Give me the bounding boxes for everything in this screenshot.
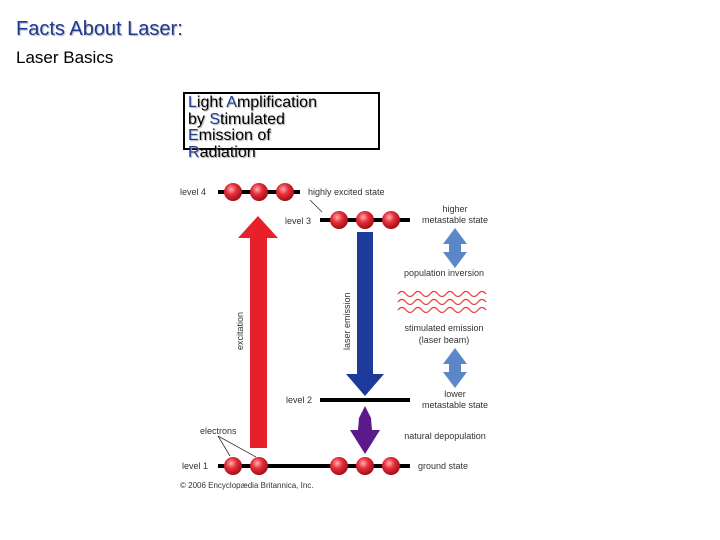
ground-state-label: ground state (418, 461, 468, 471)
slide-subtitle: Laser Basics (16, 48, 114, 67)
level2-label: level 2 (286, 395, 312, 405)
laser-emission-label: laser emission (342, 292, 352, 350)
acronym-text: y (196, 110, 210, 128)
level1-label: level 1 (182, 461, 208, 471)
electrons-level1 (224, 457, 400, 475)
acronym-line-1: Light Amplification (188, 94, 378, 112)
lower-metastable-label-1: lower (444, 389, 466, 399)
electron-pointer-2 (217, 435, 257, 458)
acronym-line-4: Radiation (188, 143, 378, 162)
electron-pointer-1 (217, 435, 231, 457)
highly-excited-pointer (309, 199, 323, 213)
acronym-letter-s: S (209, 110, 221, 128)
population-inversion-label: population inversion (404, 268, 484, 278)
stimulated-emission-label-2: (laser beam) (419, 335, 470, 345)
stimulated-emission-label-1: stimulated emission (404, 323, 483, 333)
acronym-letter-a: A (226, 94, 237, 111)
acronym-text: adiation (199, 143, 256, 161)
acronym-letter-e: E (188, 127, 199, 144)
acronym-line-2: by Stimulated (188, 110, 378, 129)
acronym-text: ight (196, 94, 227, 111)
acronym-letter-l: L (188, 94, 197, 111)
acronym-letter-r: R (188, 143, 200, 161)
electrons-label: electrons (200, 426, 237, 436)
acronym-text: mplification (236, 94, 317, 111)
level4-label: level 4 (180, 187, 206, 197)
laser-energy-diagram: level 4 highly excited state level 3 hig… (180, 183, 488, 490)
laser-emission-arrow (346, 232, 384, 396)
depopulation-arrow (350, 406, 380, 454)
laser-beam-waves (397, 290, 487, 314)
acronym-text: mission of (198, 127, 271, 144)
highly-excited-label: highly excited state (308, 187, 385, 197)
electrons-level4 (224, 183, 294, 201)
higher-metastable-label-1: higher (442, 204, 467, 214)
excitation-arrow (238, 216, 278, 448)
lower-metastable-arrow (443, 348, 467, 388)
natural-depopulation-label: natural depopulation (404, 431, 486, 441)
acronym-line-3: Emission of (188, 127, 378, 145)
excitation-label: excitation (235, 312, 245, 350)
slide-title: Facts About Laser: (16, 18, 183, 40)
laser-acronym-box: Light Amplification by Stimulated Emissi… (183, 92, 380, 160)
higher-metastable-label-2: metastable state (422, 215, 488, 225)
copyright-text: © 2006 Encyclopædia Britannica, Inc. (180, 481, 314, 490)
higher-metastable-arrow (443, 228, 467, 268)
level3-label: level 3 (285, 216, 311, 226)
lower-metastable-label-2: metastable state (422, 400, 488, 410)
acronym-text: timulated (220, 110, 285, 128)
acronym-letter-b: b (188, 110, 197, 128)
electrons-level3 (330, 211, 400, 229)
